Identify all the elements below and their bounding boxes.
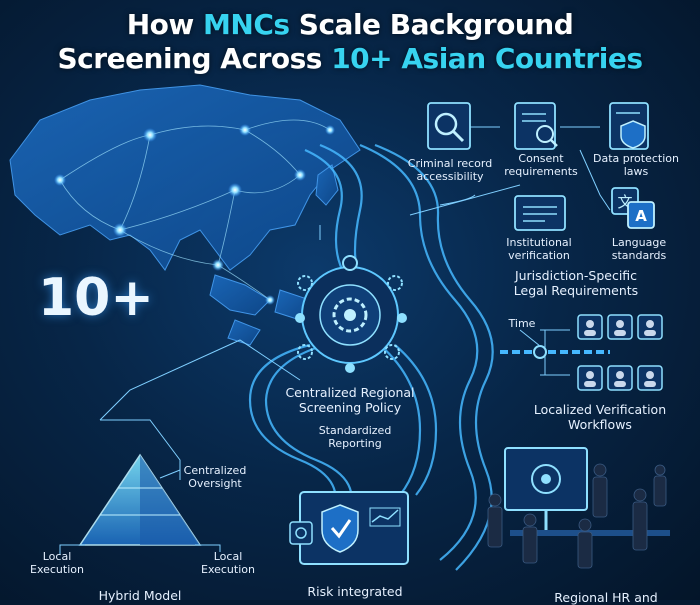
oversight-text: Centralized	[183, 464, 247, 477]
title-text: How	[126, 8, 204, 41]
legal-heading-text: Legal Requirements	[513, 283, 639, 298]
legal-item-language: Language standards	[594, 236, 684, 262]
legal-item-data-protection: Data protection laws	[586, 152, 686, 178]
policy-heading-text: Centralized Regional	[285, 385, 415, 400]
local-execution-left: Local Execution	[22, 550, 92, 576]
legal-item-institutional: Institutional verification	[494, 236, 584, 262]
local-execution-text: Execution	[201, 563, 255, 576]
legal-item-label: Language	[611, 236, 667, 249]
title-text: Screening Across	[57, 42, 332, 75]
title-line-2: Screening Across 10+ Asian Countries	[0, 42, 700, 75]
map-network-nodes	[54, 124, 335, 305]
local-execution-right: Local Execution	[192, 550, 264, 576]
oversight-label: Centralized Oversight	[170, 464, 260, 490]
hybrid-heading: Hybrid Model	[98, 588, 182, 603]
risk-heading: Risk integrated	[307, 584, 403, 599]
workflow-avatar-faces	[584, 320, 656, 387]
big-number: 10+	[38, 268, 154, 328]
policy-heading: Centralized Regional Screening Policy	[268, 385, 432, 415]
legal-item-label: Criminal record	[407, 157, 493, 170]
legal-item-label: accessibility	[416, 170, 484, 183]
hr-heading: Regional HR and	[554, 590, 658, 605]
workflow-heading-text: Workflows	[568, 417, 632, 432]
legal-heading-text: Jurisdiction-Specific	[514, 268, 638, 283]
workflow-heading-text: Localized Verification	[533, 402, 667, 417]
legal-item-label: standards	[611, 249, 667, 262]
asia-map	[9, 84, 361, 346]
title-highlight: MNCs	[203, 8, 290, 41]
oversight-text: Oversight	[188, 477, 242, 490]
legal-item-label: verification	[508, 249, 570, 262]
legal-heading: Jurisdiction-Specific Legal Requirements	[476, 268, 676, 298]
timeline-label: Time	[508, 317, 536, 330]
pyramid-graphic	[59, 453, 221, 555]
central-hub	[295, 255, 407, 373]
legal-item-label: requirements	[504, 165, 578, 178]
reporting-text: Standardized	[318, 424, 392, 437]
reporting-label: Standardized Reporting	[300, 424, 410, 450]
hr-team-graphic	[487, 447, 670, 569]
legal-item-label: Data protection	[593, 152, 679, 165]
legal-item-label: laws	[623, 165, 649, 178]
workflow-heading: Localized Verification Workflows	[500, 402, 700, 432]
title-line-1: How MNCs Scale Background	[0, 8, 700, 41]
timeline-graphic	[500, 329, 610, 359]
legal-item-label: Consent	[518, 152, 564, 165]
policy-heading-text: Screening Policy	[298, 400, 402, 415]
legal-item-criminal-record: Criminal record accessibility	[402, 157, 498, 183]
pathway-tracks	[248, 143, 494, 571]
local-execution-text: Local	[42, 550, 72, 563]
risk-dashboard-graphic	[289, 491, 409, 565]
title-highlight: 10+ Asian Countries	[331, 42, 643, 75]
title-text: Scale Background	[289, 8, 574, 41]
legal-item-consent: Consent requirements	[496, 152, 586, 178]
local-execution-text: Execution	[30, 563, 84, 576]
local-execution-text: Local	[213, 550, 243, 563]
reporting-text: Reporting	[328, 437, 382, 450]
legal-item-label: Institutional	[506, 236, 572, 249]
